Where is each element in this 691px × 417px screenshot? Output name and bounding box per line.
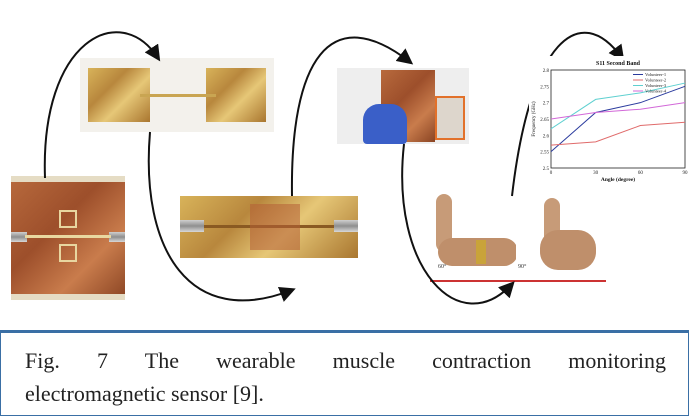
series-line-4 bbox=[550, 102, 686, 120]
legend-entry-4: Volunteer-4 bbox=[645, 89, 667, 94]
brass-pad-left bbox=[88, 68, 150, 122]
sensor-band bbox=[476, 240, 486, 264]
resonator-upper bbox=[59, 210, 77, 228]
resonator-lower bbox=[59, 244, 77, 262]
arm-60-photo: 60° bbox=[430, 194, 522, 286]
y-tick-label: 2.75 bbox=[540, 85, 549, 90]
feed-line bbox=[25, 235, 111, 238]
x-axis-label: Angle (degree) bbox=[601, 176, 635, 183]
angle-label-60: 60° bbox=[438, 264, 447, 270]
sma-connector-right bbox=[109, 232, 125, 242]
flow-arrows bbox=[43, 31, 625, 305]
chart-svg: S11 Second Band 2.5 2.55 2.6 2.65 2.7 2.75 2.8 0… bbox=[532, 61, 689, 183]
sensor-board-photo bbox=[11, 176, 125, 300]
board-edge-top bbox=[11, 176, 125, 182]
caption-line-1: Fig. 7 The wearable muscle contraction m… bbox=[25, 348, 666, 373]
blue-glove bbox=[363, 104, 407, 144]
y-tick-label: 2.6 bbox=[543, 134, 550, 139]
y-axis-label: Frequency (GHz) bbox=[532, 101, 537, 136]
arrow-brass-to-connectors bbox=[147, 131, 296, 302]
baseline-red-line bbox=[516, 280, 606, 282]
y-tick-label: 2.8 bbox=[543, 69, 550, 74]
legend-entry-3: Volunteer-3 bbox=[645, 83, 667, 88]
angle-label-90: 90° bbox=[518, 264, 527, 270]
arrow-connectors-to-hand bbox=[290, 36, 414, 197]
legend-entry-1: Volunteer-1 bbox=[645, 72, 666, 77]
brass-pad-right bbox=[206, 68, 266, 122]
arrow-hand-to-arm bbox=[401, 143, 515, 305]
x-tick-label: 30 bbox=[593, 171, 599, 176]
chart-title: S11 Second Band bbox=[596, 61, 641, 67]
brass-sensor-top-photo bbox=[80, 58, 274, 132]
upper-arm-bent bbox=[540, 230, 596, 270]
figure: 60° 90° S11 Second Band 2.5 2.55 2.6 2.65 2.7… bbox=[11, 31, 689, 305]
series-line-2 bbox=[550, 121, 686, 146]
sma-connector-left bbox=[11, 232, 27, 242]
arrow-board-to-brass bbox=[43, 31, 161, 179]
baseline-red-line bbox=[430, 280, 522, 282]
series-line-1 bbox=[550, 85, 686, 153]
transmission-line bbox=[140, 94, 216, 97]
caption-line-2: electromagnetic sensor [9]. bbox=[25, 381, 264, 406]
connector-left bbox=[180, 220, 204, 232]
x-tick-label: 0 bbox=[550, 171, 553, 176]
figure-caption-box: Fig. 7 The wearable muscle contraction m… bbox=[0, 330, 689, 416]
inset-photo bbox=[435, 96, 465, 140]
board-edge-bottom bbox=[11, 294, 125, 300]
legend-entry-2: Volunteer-2 bbox=[645, 78, 666, 83]
y-tick-label: 2.55 bbox=[540, 151, 549, 156]
y-tick-label: 2.5 bbox=[543, 167, 550, 172]
forearm bbox=[436, 194, 452, 252]
gloved-hand-photo bbox=[337, 68, 469, 144]
s11-chart: S11 Second Band 2.5 2.55 2.6 2.65 2.7 2.75 2.8 0… bbox=[529, 56, 689, 186]
series-line-3 bbox=[550, 82, 686, 130]
y-tick-label: 2.7 bbox=[543, 102, 550, 107]
brass-sensor-connectors-photo bbox=[180, 196, 358, 258]
arm-90-photo: 90° bbox=[516, 194, 606, 286]
x-tick-label: 60 bbox=[638, 171, 644, 176]
arrow-arm-to-chart bbox=[511, 31, 625, 197]
connector-right bbox=[334, 220, 358, 232]
copper-center-patch bbox=[250, 204, 300, 250]
y-tick-label: 2.65 bbox=[540, 118, 549, 123]
x-tick-label: 90 bbox=[683, 171, 689, 176]
